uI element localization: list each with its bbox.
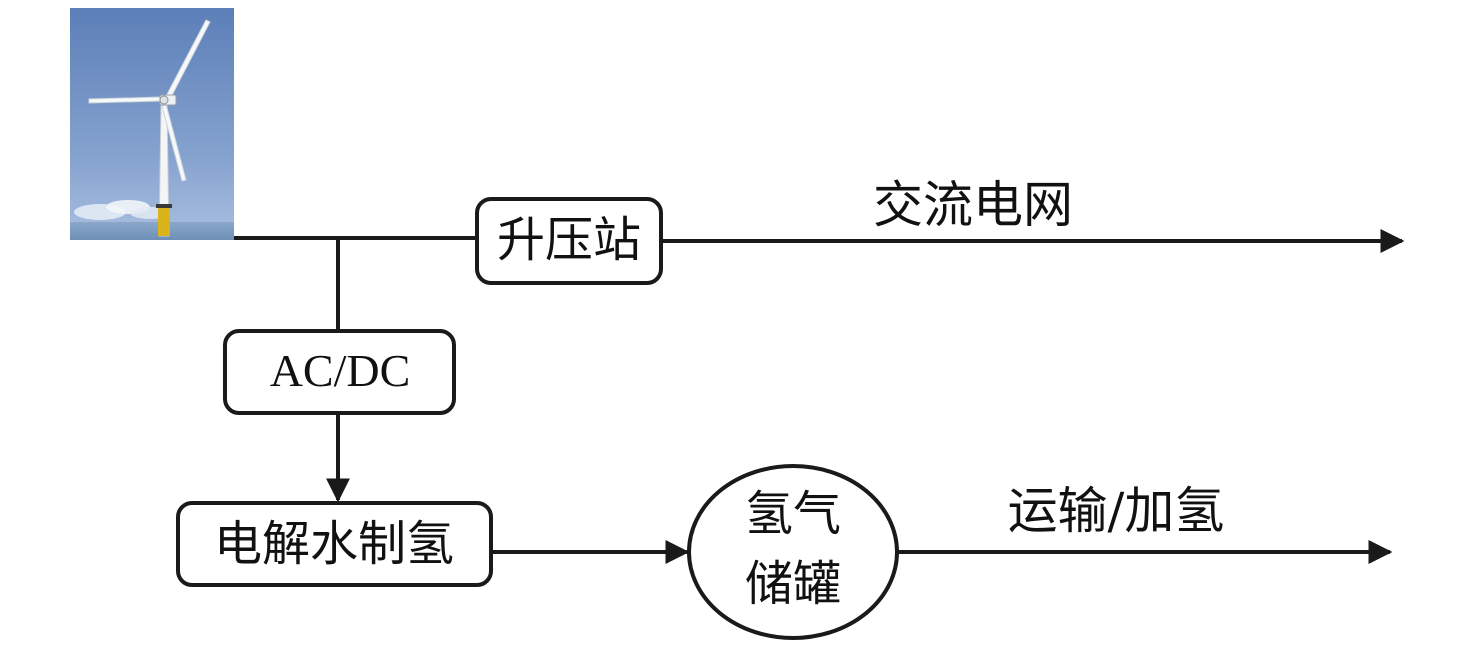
acdc-converter-node: AC/DC	[223, 329, 456, 415]
transport-refuel-label: 运输/加氢	[1008, 482, 1225, 540]
hydrogen-storage-node: 氢气 储罐	[687, 464, 899, 640]
hydrogen-storage-label-line1: 氢气	[745, 486, 841, 542]
electrolysis-label: 电解水制氢	[214, 516, 454, 572]
electrolysis-node: 电解水制氢	[176, 501, 493, 587]
booster-station-label: 升压站	[497, 212, 641, 268]
booster-station-node: 升压站	[475, 197, 663, 285]
wind-turbine-icon	[70, 8, 234, 240]
ac-grid-label: 交流电网	[873, 176, 1073, 234]
acdc-converter-label: AC/DC	[270, 345, 411, 396]
hydrogen-storage-label-line2: 储罐	[745, 556, 841, 612]
